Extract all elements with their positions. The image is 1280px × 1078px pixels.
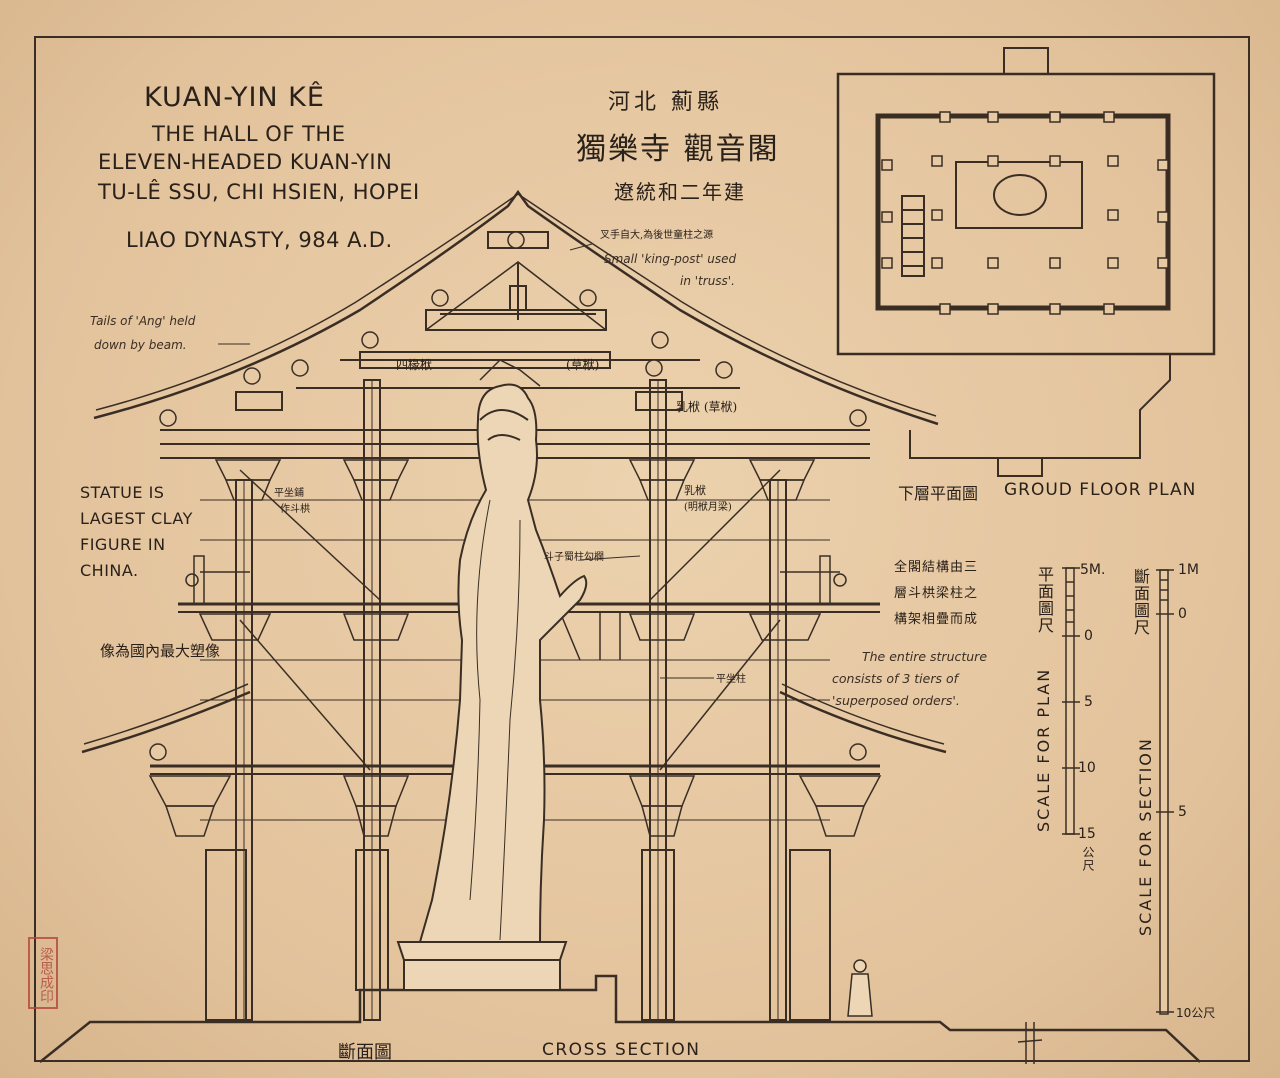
lower-eaves [81,683,947,754]
leader-lines [218,243,714,679]
plan-scale-tick-0: 5M. [1080,562,1106,578]
title-main: KUAN-YIN KÊ [144,82,325,113]
bracket-label-left-2: 作斗栱 [280,504,310,515]
sheet-border [34,36,1250,1062]
gallery-label: 斗子蜀柱勾欄 [544,552,604,563]
section-scale-tick-2: 5 [1178,804,1187,820]
bracket-sets [148,459,882,837]
section-scale-tick-1: 0 [1178,606,1187,622]
break-line [1017,1022,1043,1064]
structure-note-cn-2: 層斗栱梁柱之 [894,586,979,601]
title-line-2: ELEVEN-HEADED KUAN-YIN [98,150,393,174]
pingzuo-label: 平坐柱 [716,674,746,685]
structure-note-cn-1: 全閣結構由三 [894,560,979,575]
section-scale-tick-0: 1M [1178,562,1199,578]
plan-scale-bar [1062,567,1080,835]
title-line-4: LIAO DYNASTY, 984 A.D. [126,228,393,252]
statue-note-3: FIGURE IN [80,535,166,554]
purlin-circles [159,231,867,427]
statue-note: STATUE IS LAGEST CLAY FIGURE IN CHINA. [80,480,193,584]
kingpost-note-chinese: 叉手自大,為後世童柱之源 [600,230,714,241]
red-seal-stamp: 梁思成印 [28,937,58,1009]
ang-note-2: down by beam. [94,338,187,352]
plan-chinese-label: 下層平面圖 [898,484,979,503]
beam-label-3: 乳栿 (草栿) [676,400,738,414]
ang-note-1: Tails of 'Ang' held [90,314,196,328]
plan-scale-tick-2: 5 [1084,694,1093,710]
bracket-label-right-2: (明栿月梁) [684,502,732,513]
kingpost-note-1: Small 'king-post' used [604,252,737,266]
plan-english-label: GROUD FLOOR PLAN [1004,480,1197,500]
title-line-3: TU-LÊ SSU, CHI HSIEN, HOPEI [98,180,420,204]
lower-purlins [149,573,867,761]
plan-scale-label: SCALE FOR PLAN [1034,667,1053,832]
structure-note-2: consists of 3 tiers of [832,671,959,686]
plan-scale-tick-3: 10 [1078,760,1096,776]
plan-scale-chinese: 平面圖尺 [1035,566,1054,634]
plan-scale-tick-4: 15 [1078,826,1096,842]
title-line-1: THE HALL OF THE [152,122,346,146]
bracket-label-right-1: 乳栿 [684,484,706,497]
section-scale-chinese: 斷面圖尺 [1131,568,1150,636]
structure-note-1: The entire structure [862,649,988,664]
structure-note-3: 'superposed orders'. [832,693,960,708]
kingpost-note-2: in 'truss'. [680,274,735,288]
statue-note-2: LAGEST CLAY [80,509,193,528]
statue-note-1: STATUE IS [80,483,165,502]
section-scale-label: SCALE FOR SECTION [1136,737,1155,936]
chinese-title-2: 獨樂寺 觀音閣 [576,132,780,167]
plan-scale-unit: 公尺 [1081,846,1095,872]
plan-scale-tick-1: 0 [1084,628,1093,644]
chinese-title-3: 遼統和二年建 [614,180,746,204]
beam-label-2: (草栿) [566,358,600,372]
ground-line [39,974,1201,1063]
section-chinese-label: 斷面圖 [338,1042,392,1063]
structure-note-cn-3: 構架相疊而成 [894,612,979,627]
plan-columns [881,111,1169,315]
chinese-title-1: 河北 薊縣 [608,90,723,115]
balustrades [193,555,840,661]
statue-outline [396,359,588,991]
human-figure [847,959,873,1017]
beam-label-1: 四椽栿 [396,358,433,372]
statue-note-4: CHINA. [80,561,139,580]
statue-note-chinese: 像為國內最大塑像 [100,642,221,660]
section-english-label: CROSS SECTION [542,1040,701,1060]
bracket-label-left-1: 平坐鋪 [274,488,304,499]
section-scale-bar [1156,569,1174,1015]
section-scale-tick-3: 10公尺 [1176,1006,1216,1020]
